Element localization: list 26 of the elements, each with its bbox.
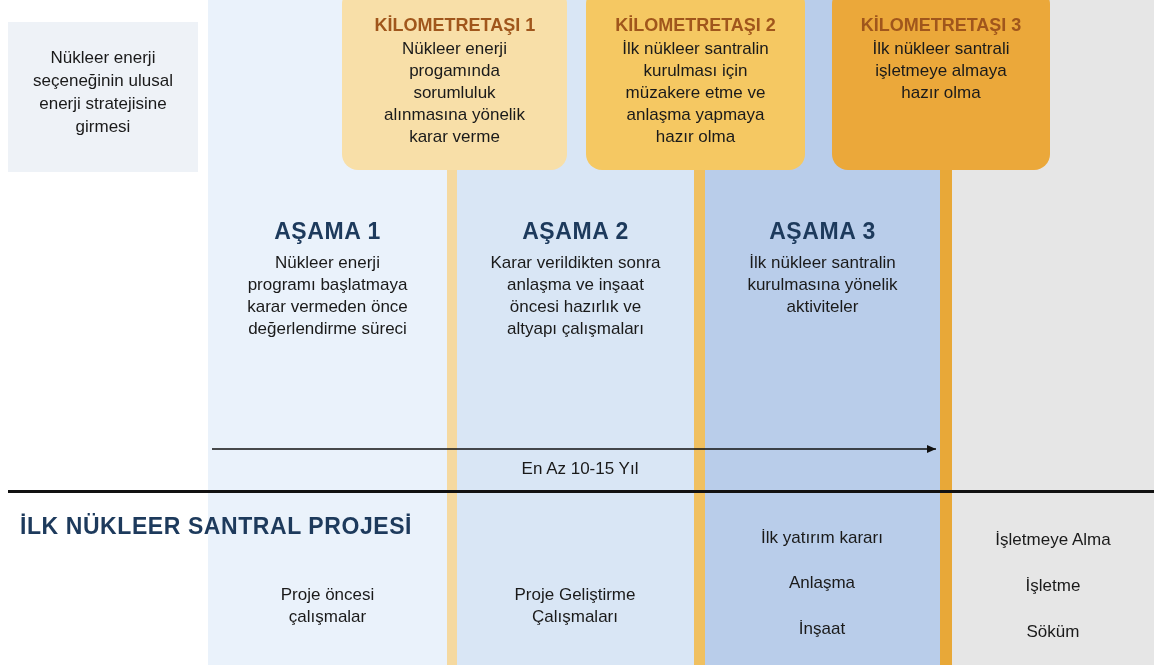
milestone-heading: KİLOMETRETAŞI 3 — [859, 14, 1023, 37]
project-activity: Söküm — [1025, 621, 1081, 643]
phase-description: Nükleer enerji programı başlatmaya karar vermeden önce değerlendirme süreci — [246, 252, 409, 340]
project-activity: Proje Geliştirme Çalışmaları — [513, 584, 637, 628]
project-activity: Proje öncesi çalışmalar — [279, 584, 376, 628]
milestone-card — [832, 0, 1050, 170]
phase-heading: AŞAMA 3 — [768, 217, 877, 246]
section-title: İLK NÜKLEER SANTRAL PROJESİ — [20, 512, 413, 541]
project-activity: İnşaat — [797, 618, 847, 640]
phase-heading: AŞAMA 1 — [273, 217, 382, 246]
project-activity: İşletmeye Alma — [994, 529, 1112, 551]
milestone-description: İlk nükleer santrali işletmeye almaya hazır olma — [871, 38, 1011, 104]
duration-label: En Az 10-15 Yıl — [520, 458, 640, 480]
project-activity: Anlaşma — [787, 572, 857, 594]
milestone-description: İlk nükleer santralin kurulması için müzakere etme ve anlaşma yapmaya hazır olma — [621, 38, 770, 148]
milestone-heading: KİLOMETRETAŞI 2 — [614, 14, 777, 37]
milestone-heading: KİLOMETRETAŞI 1 — [374, 14, 535, 37]
milestone-description: Nükleer enerji progamında sorumluluk alınmasına yönelik karar verme — [383, 38, 526, 148]
milestone-card — [342, 0, 567, 170]
project-activity: İlk yatırım kararı — [760, 527, 884, 549]
phase-description: İlk nükleer santralin kurulmasına yönelik aktiviteler — [746, 252, 899, 318]
project-activity: İşletme — [1024, 575, 1082, 597]
phase-description: Karar verildikten sonra anlaşma ve inşaat öncesi hazırlık ve altyapı çalışmaları — [489, 252, 662, 340]
starting-note: Nükleer enerji seçeneğinin ulusal enerji stratejisine girmesi — [32, 47, 174, 138]
phase-heading: AŞAMA 2 — [521, 217, 630, 246]
milestone-card — [586, 0, 805, 170]
